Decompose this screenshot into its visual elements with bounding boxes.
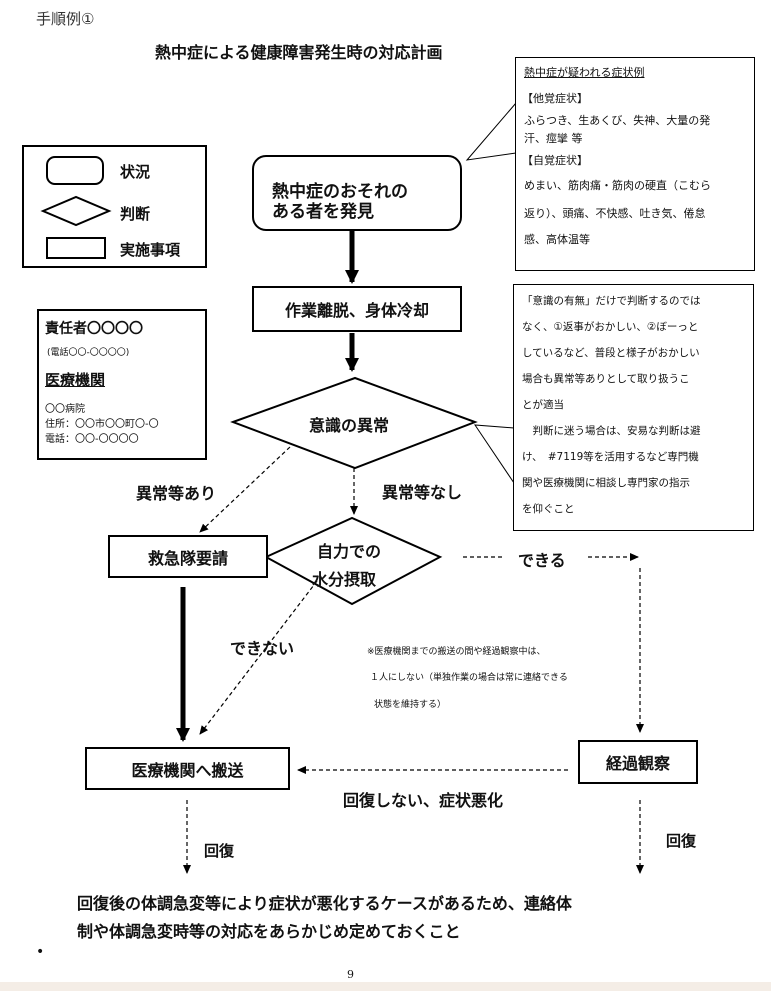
note-line: とが適当: [522, 399, 564, 411]
other-symptoms-heading: 【他覚症状】: [522, 92, 588, 105]
footer-strip: [0, 982, 771, 991]
discover-line1: 熱中症のおそれの: [272, 182, 408, 202]
caution-note-line2: １人にしない（単独作業の場合は常に連絡できる: [370, 673, 568, 683]
note-line: 場合も異常等ありとして取り扱うこ: [522, 373, 690, 385]
ambulance-node: 救急隊要請: [108, 535, 268, 578]
ambulance-label: 救急隊要請: [147, 548, 228, 568]
legend-rounded-rect: [46, 156, 104, 185]
note-line: を仰ぐこと: [522, 503, 575, 515]
consciousness-diamond: [230, 376, 478, 470]
recover-right-label: 回復: [666, 832, 697, 850]
self-symptoms-line3: 感、高体温等: [524, 233, 590, 246]
self-symptoms-heading: 【自覚症状】: [522, 154, 588, 167]
manager-phone: (電話〇〇-〇〇〇〇): [47, 348, 130, 358]
legend-box: [22, 145, 207, 268]
page-label: 手順例①: [36, 10, 95, 28]
hospital-tel: 電話：〇〇-〇〇〇〇: [45, 434, 139, 445]
symptoms-callout: 熱中症が疑われる症状例 【他覚症状】 ふらつき、生あくび、失神、大量の発 汗、痙…: [515, 57, 755, 271]
can-label: できる: [518, 551, 566, 570]
other-symptoms-line2: 汗、痙攣 等: [524, 132, 583, 145]
water-label-line2: 水分摂取: [312, 570, 377, 589]
note-line: 判断に迷う場合は、安易な判断は避: [522, 425, 701, 437]
conclusion-line2: 制や体調急変時等の対応をあらかじめ定めておくこと: [77, 922, 461, 941]
discover-line2: ある者を発見: [272, 202, 374, 222]
caution-note-line1: ※医療機関までの搬送の間や経過観察中は、: [367, 647, 546, 657]
manager-name: 責任者〇〇〇〇: [45, 321, 143, 337]
transport-node: 医療機関へ搬送: [85, 747, 290, 790]
symptom-callout-pointer: [465, 102, 517, 161]
page-title: 熱中症による健康障害発生時の対応計画: [155, 43, 443, 62]
discover-node: 熱中症のおそれの ある者を発見: [252, 155, 462, 231]
judgment-note-callout: 「意識の有無」だけで判断するのでは なく、①返事がおかしい、②ぼーっと している…: [513, 284, 754, 531]
normal-label: 異常等なし: [382, 483, 463, 502]
legend-diamond: [40, 195, 112, 227]
legend-situation-label: 状況: [120, 163, 151, 181]
transport-label: 医療機関へ搬送: [131, 760, 244, 780]
medical-heading: 医療機関: [45, 371, 106, 389]
page-number: 9: [347, 968, 354, 981]
bullet-marker: •: [36, 944, 45, 960]
note-line: しているなど、普段と様子がおかしい: [522, 347, 700, 359]
conclusion-line1: 回復後の体調急変等により症状が悪化するケースがあるため、連絡体: [77, 894, 572, 913]
legend-judgment-label: 判断: [120, 205, 151, 223]
caution-note-line3: 状態を維持する）: [374, 700, 447, 710]
legend-rect: [46, 237, 106, 259]
cooling-node: 作業離脱、身体冷却: [252, 286, 462, 332]
note-line: なく、①返事がおかしい、②ぼーっと: [522, 321, 699, 333]
legend-action-label: 実施事項: [120, 241, 181, 259]
self-symptoms-line2: 返り）、頭痛、不快感、吐き気、倦怠: [524, 207, 706, 220]
self-symptoms-line1: めまい、筋肉痛・筋肉の硬直（こむら: [524, 179, 711, 192]
water-label-line1: 自力での: [317, 542, 382, 561]
note-callout-pointer: [474, 424, 515, 484]
observation-label: 経過観察: [605, 754, 670, 773]
note-line: 「意識の有無」だけで判断するのでは: [522, 295, 701, 307]
cooling-label: 作業離脱、身体冷却: [284, 301, 429, 320]
contact-box: 責任者〇〇〇〇 (電話〇〇-〇〇〇〇) 医療機関 〇〇病院 住所：〇〇市〇〇町〇…: [37, 309, 207, 460]
cannot-label: できない: [230, 639, 295, 658]
water-intake-diamond: [263, 516, 443, 606]
recover-left-label: 回復: [204, 842, 235, 860]
not-recover-label: 回復しない、症状悪化: [343, 791, 504, 810]
other-symptoms-line1: ふらつき、生あくび、失神、大量の発: [524, 114, 711, 127]
hospital-name: 〇〇病院: [45, 404, 85, 415]
observation-node: 経過観察: [578, 740, 698, 784]
hospital-address: 住所：〇〇市〇〇町〇-〇: [45, 419, 159, 430]
consciousness-label: 意識の異常: [309, 416, 390, 435]
note-line: 関や医療機関に相談し専門家の指示: [522, 477, 690, 489]
note-line: け、 #7119等を活用するなど専門機: [522, 451, 699, 463]
abnormal-label: 異常等あり: [136, 484, 217, 503]
symptoms-title: 熱中症が疑われる症状例: [524, 66, 645, 79]
